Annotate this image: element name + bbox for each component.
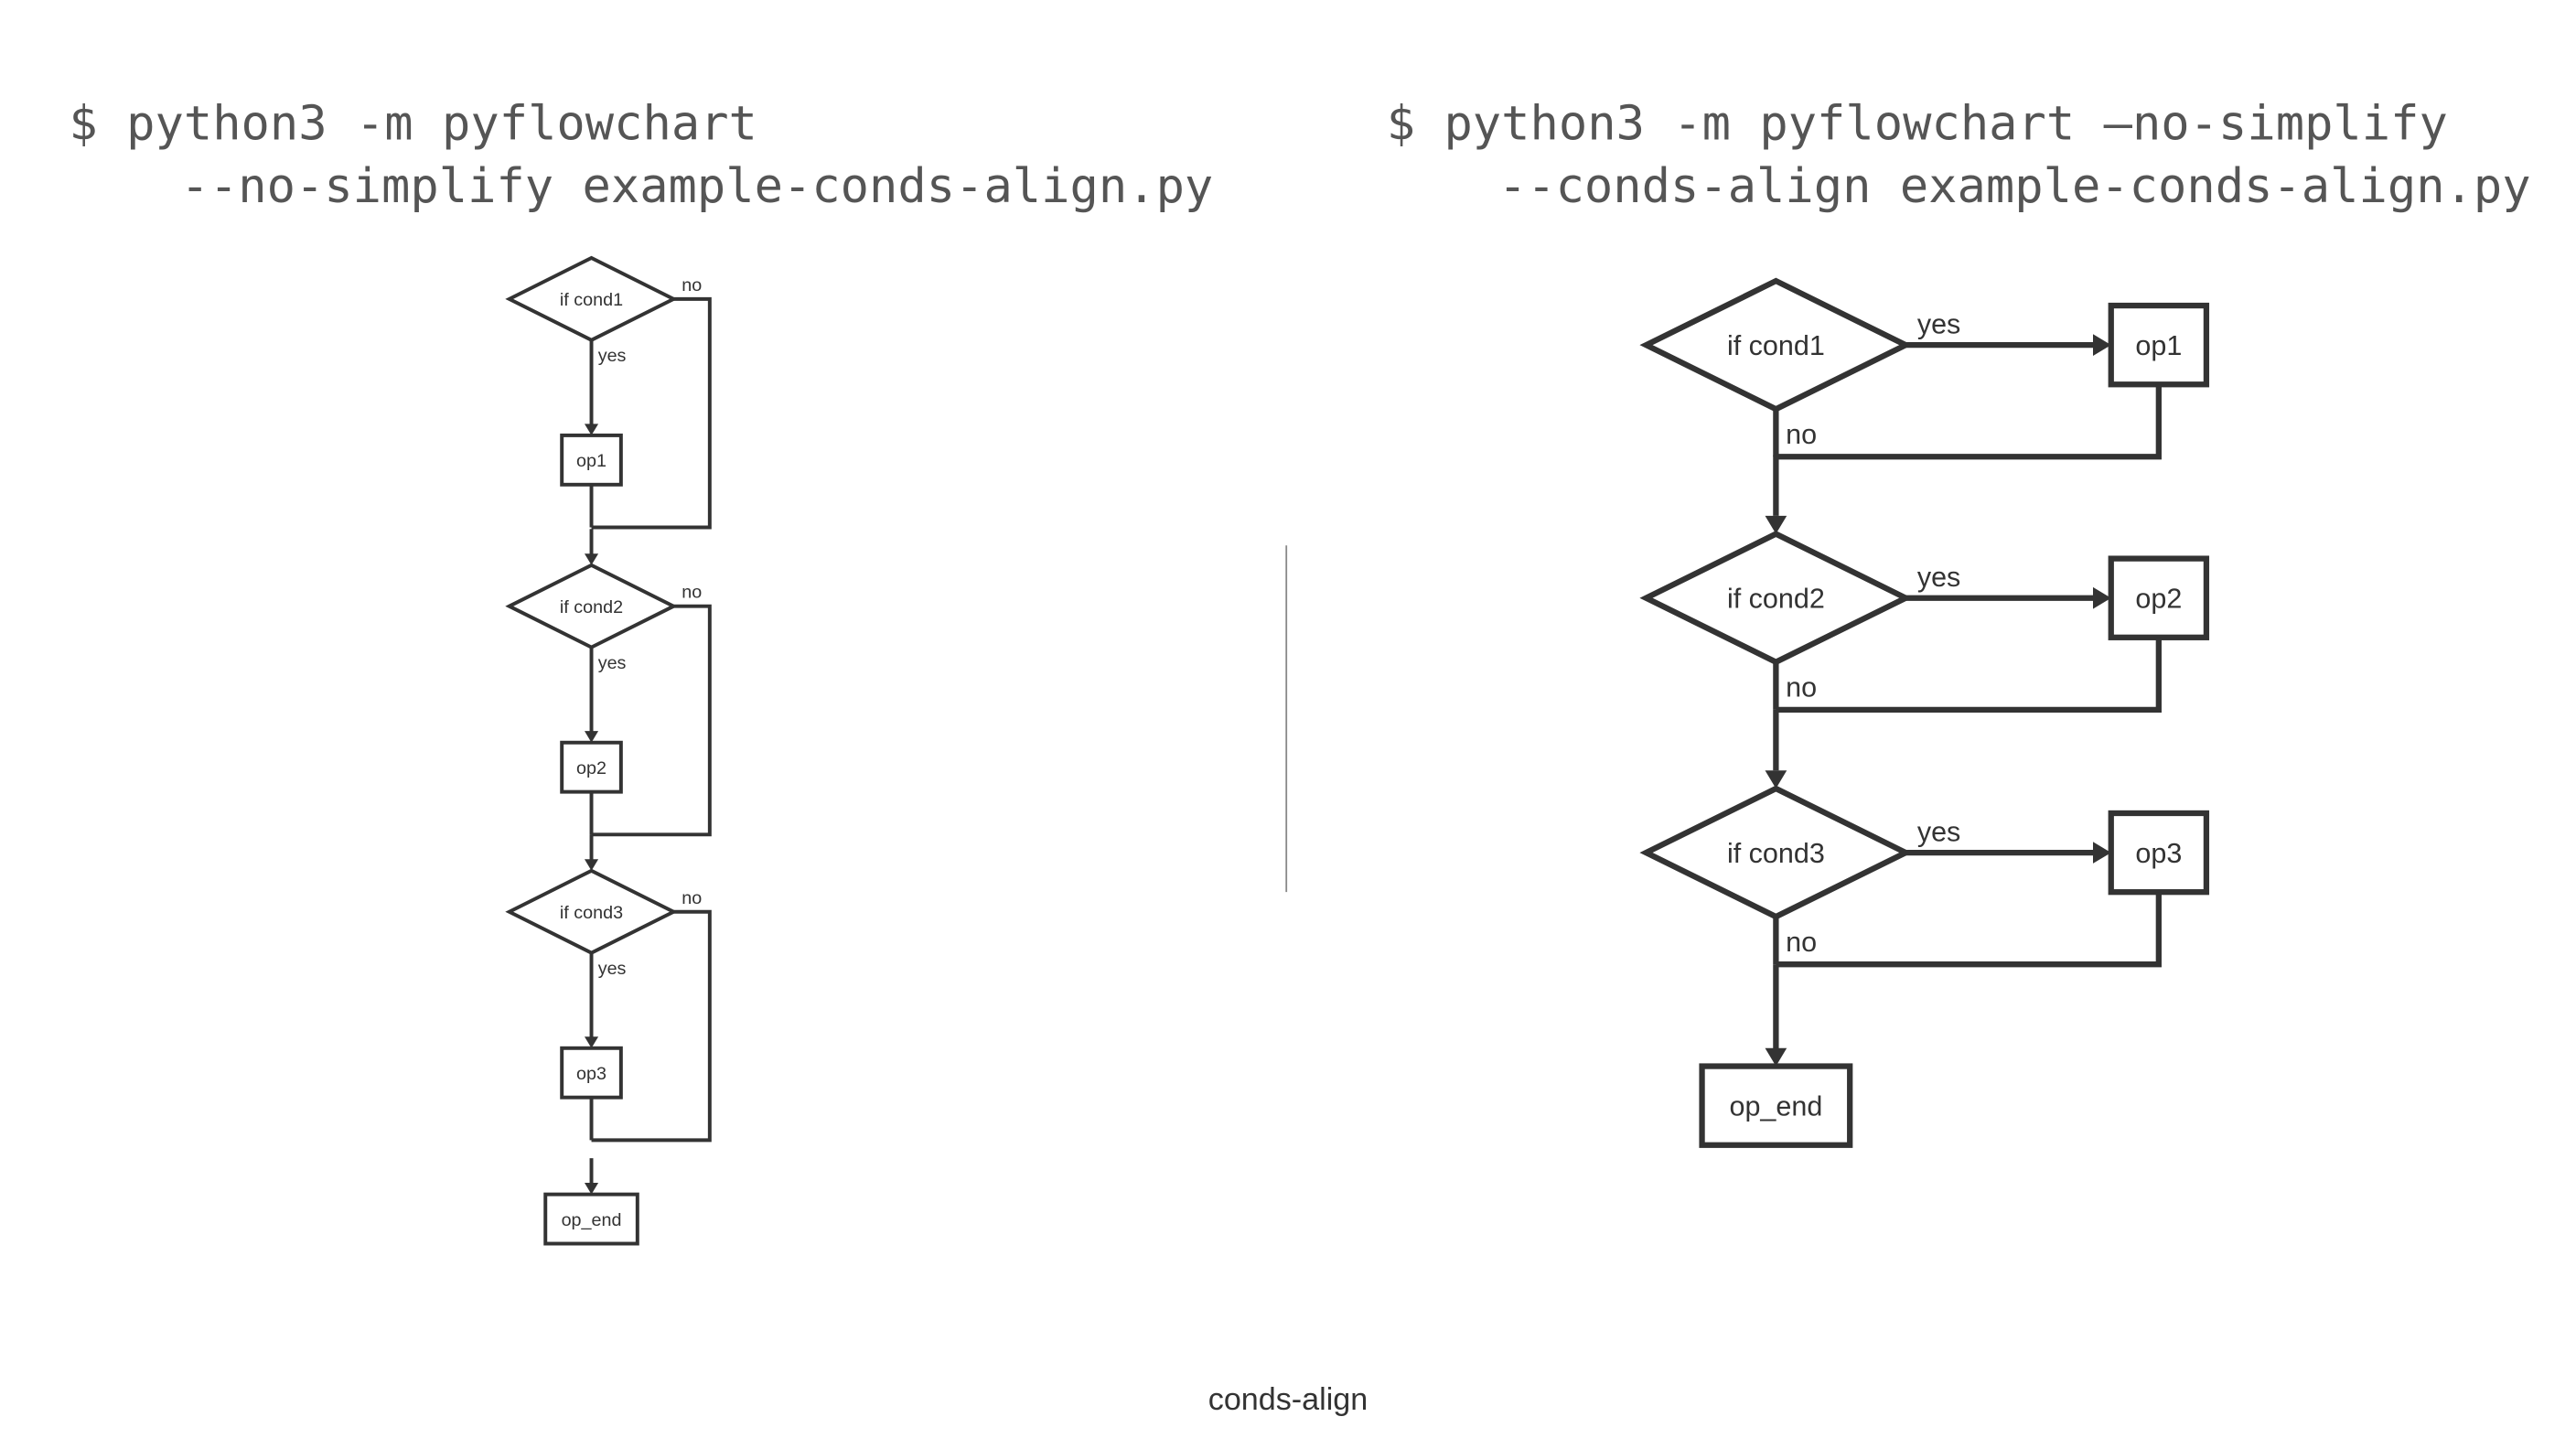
no-label: no (682, 583, 702, 603)
arrow-icon (584, 859, 599, 871)
yes-label: yes (1917, 309, 1961, 340)
end-box (543, 1192, 639, 1246)
no-label: no (682, 275, 702, 295)
yes-label: yes (1917, 817, 1961, 848)
arrow-icon (584, 424, 599, 435)
condition-label: if cond1 (560, 290, 623, 310)
operation-label: op2 (2135, 583, 2182, 614)
operation-box (560, 740, 623, 794)
end-box (1699, 1063, 1853, 1148)
right-command-line-2: --conds-align example-conds-align.py (1498, 159, 2531, 214)
merge-edge (589, 604, 712, 837)
yes-label: yes (598, 653, 627, 673)
no-label: no (1786, 671, 1817, 703)
operation-box (560, 1046, 623, 1100)
end-label: op_end (562, 1210, 622, 1230)
operation-box (2108, 302, 2210, 388)
caption: conds-align (1208, 1382, 1368, 1417)
condition-label: if cond3 (1727, 838, 1825, 869)
right-flowchart: if cond1 yes no op1 if cond2 yes no op2 if cond3… (1639, 277, 2210, 1148)
arrow-icon (1765, 770, 1787, 789)
condition-label: if cond2 (560, 597, 623, 617)
arrow-icon (1765, 1047, 1787, 1067)
yes-label: yes (1917, 562, 1961, 593)
no-label: no (1786, 419, 1817, 450)
yes-label: yes (598, 346, 627, 366)
operation-label: op1 (576, 451, 606, 471)
merge-edge (589, 296, 712, 530)
arrow-icon (2093, 586, 2111, 609)
arrow-icon (2093, 842, 2111, 864)
operation-label: op3 (2135, 838, 2182, 869)
yes-label: yes (598, 959, 627, 979)
merge-edge (1773, 637, 2162, 713)
no-label: no (682, 888, 702, 908)
arrow-icon (584, 1183, 599, 1195)
arrow-icon (584, 731, 599, 743)
end-label: op_end (1729, 1090, 1822, 1122)
operation-label: op1 (2135, 330, 2182, 361)
arrow-icon (584, 1036, 599, 1048)
operation-box (2108, 555, 2210, 640)
merge-edge (589, 909, 712, 1143)
arrow-icon (1765, 515, 1787, 534)
merge-edge (1773, 892, 2162, 968)
condition-label: if cond1 (1727, 330, 1825, 361)
operation-label: op3 (576, 1064, 606, 1084)
arrow-icon (584, 553, 599, 565)
arrow-icon (2093, 334, 2111, 356)
no-label: no (1786, 927, 1817, 958)
merge-edge (1773, 384, 2162, 460)
condition-label: if cond2 (1727, 583, 1825, 614)
condition-label: if cond3 (560, 903, 623, 923)
left-flowchart: if cond1 yes no op1 if cond2 yes no op2 if cond3… (505, 255, 712, 1246)
left-command-line-1: $ python3 -m pyflowchart (69, 97, 757, 152)
right-command-line-1: $ python3 -m pyflowchart –no-simplify (1387, 97, 2448, 152)
left-command-line-2: --no-simplify example-conds-align.py (181, 159, 1214, 214)
operation-label: op2 (576, 758, 606, 778)
